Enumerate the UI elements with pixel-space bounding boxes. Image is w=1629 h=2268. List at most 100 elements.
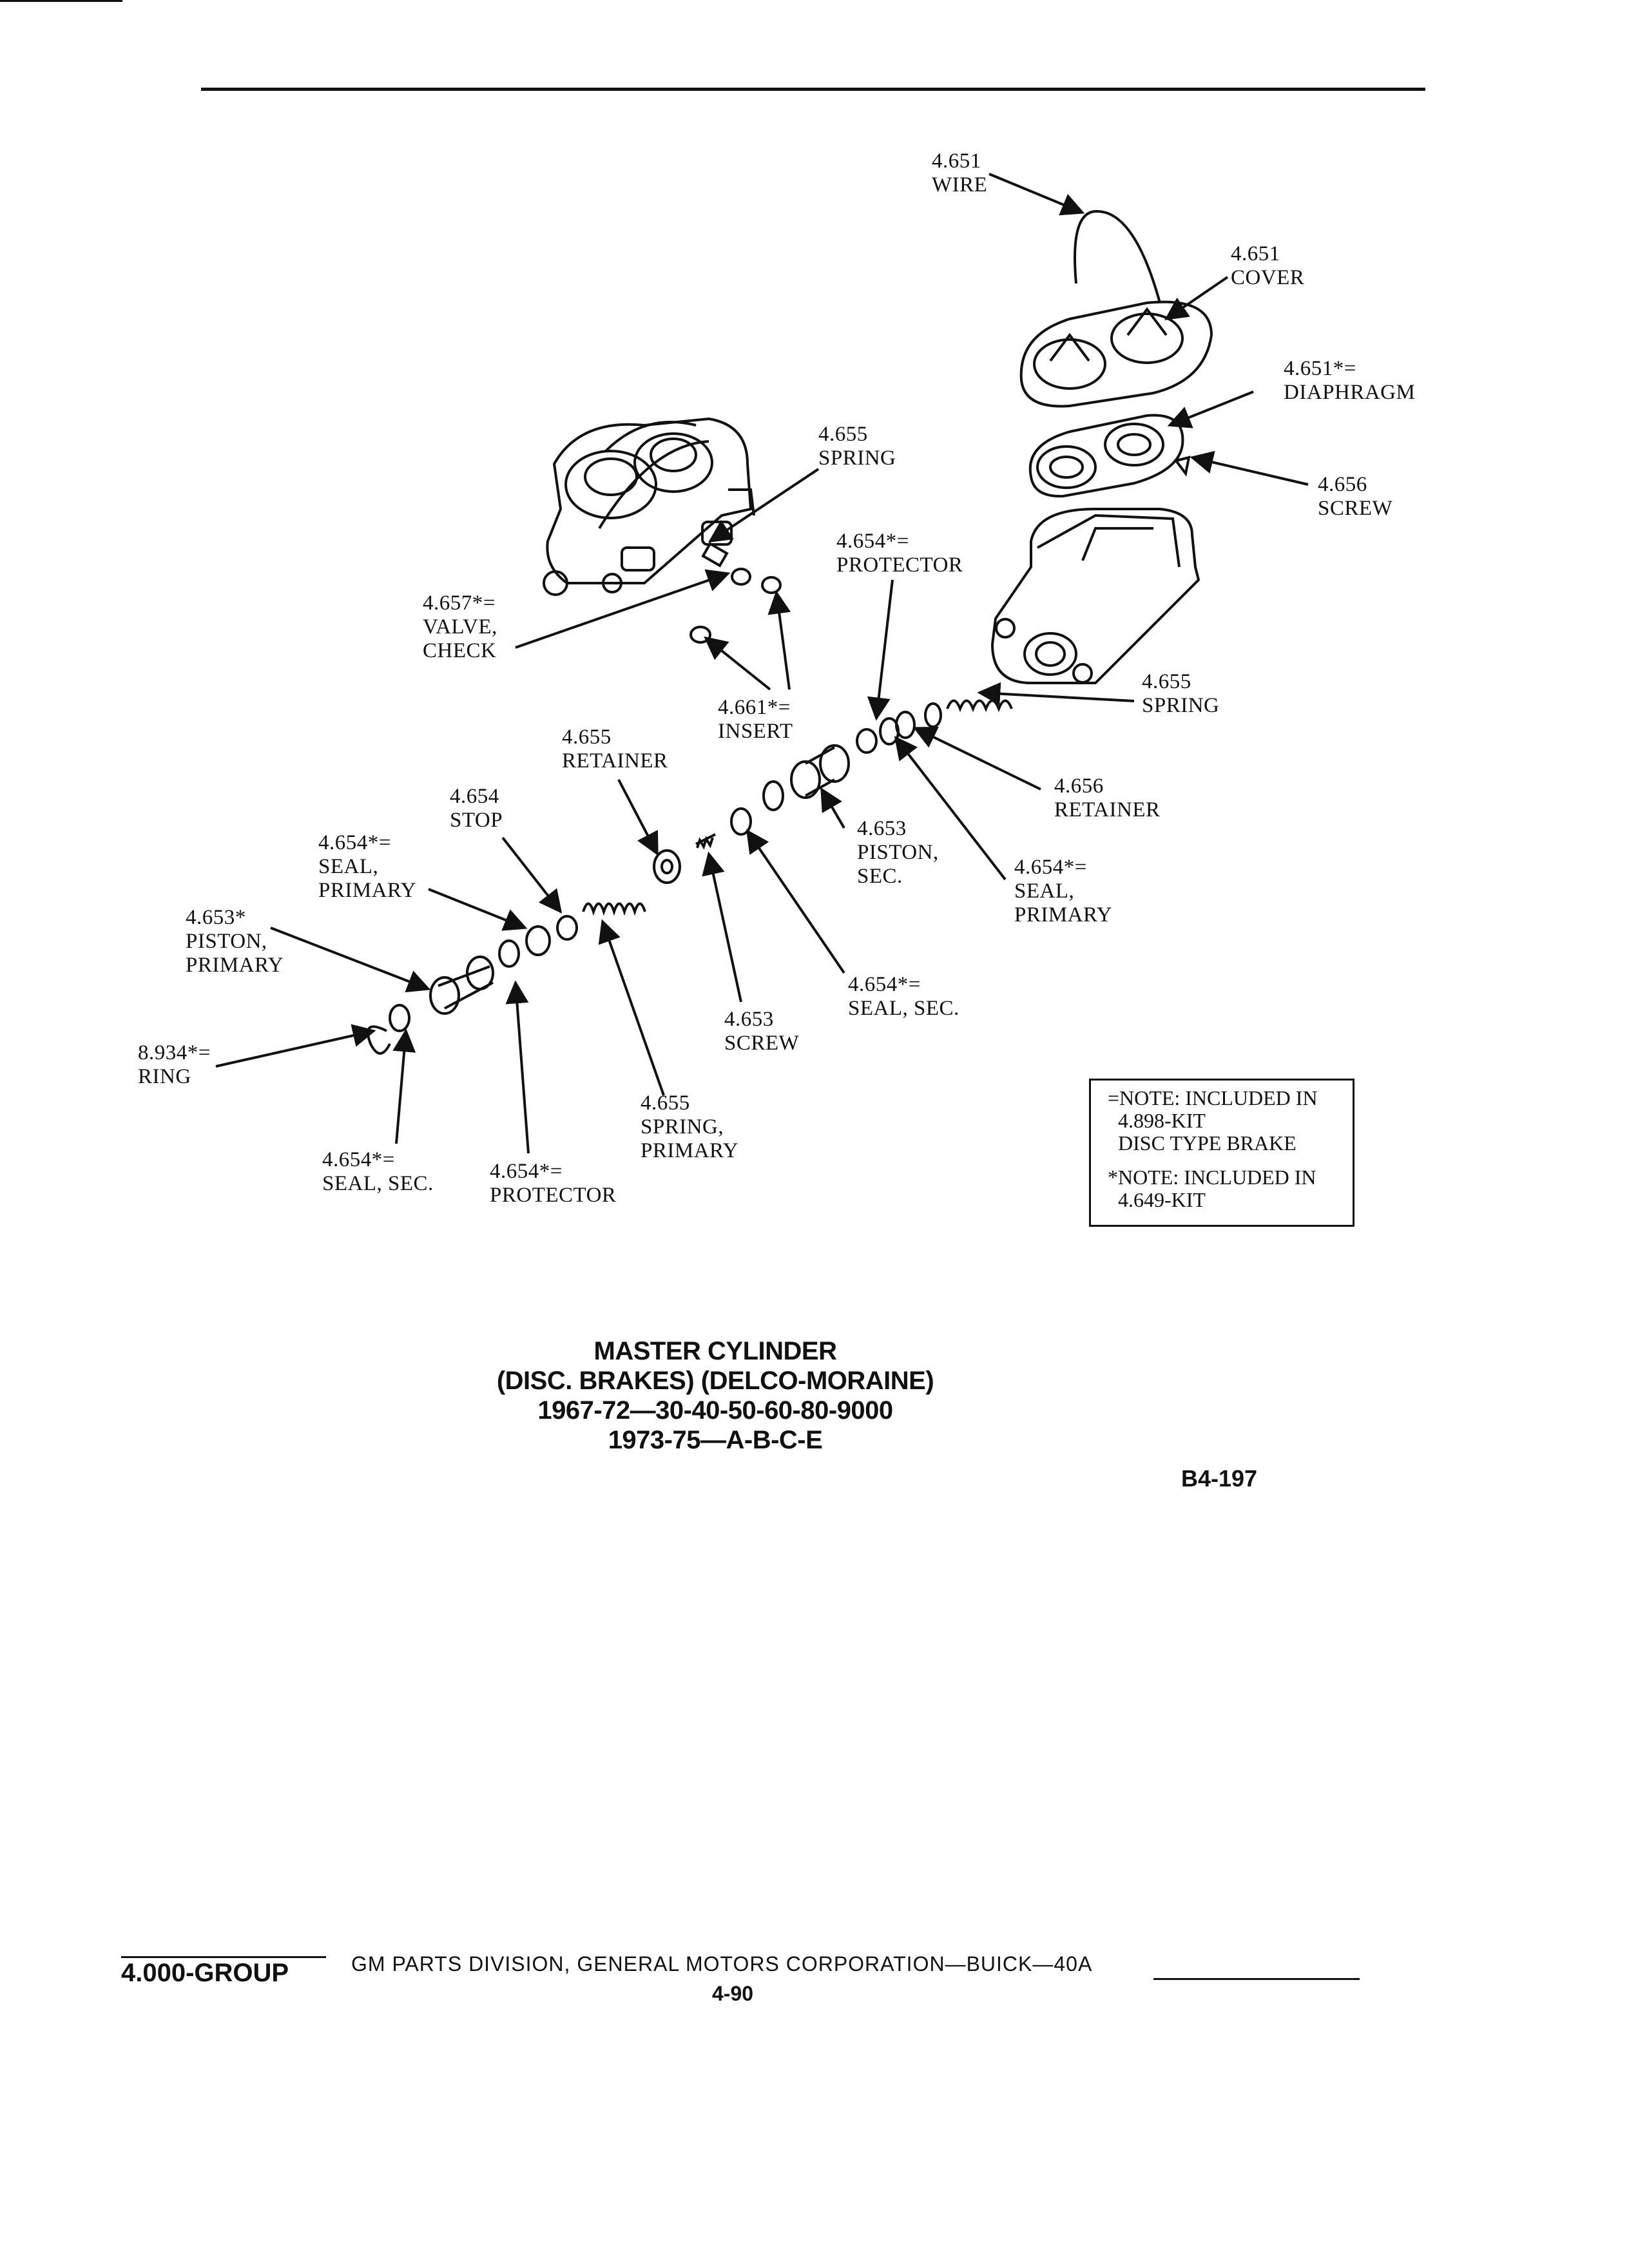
label-retainer-right-name: RETAINER — [1054, 798, 1161, 822]
label-retainer-mid-name: RETAINER — [562, 749, 668, 773]
label-stop: 4.654 STOP — [450, 785, 503, 832]
label-protector-sec: 4.654*= PROTECTOR — [836, 530, 963, 577]
label-spring-right-number: 4.655 — [1142, 670, 1191, 693]
label-insert: 4.661*= INSERT — [718, 696, 793, 744]
footer-group: 4.000-GROUP — [121, 1959, 289, 1987]
label-seal-primary-right-name2: PRIMARY — [1014, 903, 1113, 927]
label-seal-primary-right: 4.654*= SEAL, PRIMARY — [1014, 856, 1112, 927]
label-piston-primary-name2: PRIMARY — [186, 954, 284, 977]
note-line-4: *NOTE: INCLUDED IN — [1108, 1166, 1316, 1189]
title-line-4: 1973-75—A-B-C-E — [608, 1426, 823, 1454]
label-seal-sec-left-number: 4.654*= — [322, 1148, 395, 1171]
label-cover: 4.651 COVER — [1231, 242, 1304, 290]
label-insert-name: INSERT — [718, 720, 793, 743]
label-screw-cover-name: SCREW — [1318, 497, 1393, 520]
kit-note-box: =NOTE: INCLUDED IN 4.898-KIT DISC TYPE B… — [1089, 1079, 1354, 1227]
label-seal-sec-left: 4.654*= SEAL, SEC. — [322, 1148, 434, 1196]
label-screw-cover: 4.656 SCREW — [1318, 473, 1393, 521]
label-ring-number: 8.934*= — [138, 1041, 211, 1064]
footer-rule-left — [121, 1956, 326, 1958]
label-spring-right-name: SPRING — [1142, 694, 1220, 717]
label-screw-cover-number: 4.656 — [1318, 473, 1367, 496]
check-valve-parts — [689, 542, 782, 644]
label-spring-right: 4.655 SPRING — [1142, 670, 1219, 718]
label-seal-primary-left: 4.654*= SEAL, PRIMARY — [318, 831, 416, 903]
label-wire-name: WIRE — [932, 173, 988, 197]
label-seal-sec-mid-name: SEAL, SEC. — [848, 997, 959, 1020]
cover-screw — [1173, 456, 1191, 477]
label-spring-primary-number: 4.655 — [641, 1091, 690, 1115]
label-diaphragm: 4.651*= DIAPHRAGM — [1284, 357, 1415, 405]
diaphragm-part — [1028, 414, 1184, 498]
label-stop-number: 4.654 — [450, 785, 499, 808]
label-valve-check-number: 4.657*= — [423, 591, 496, 615]
label-seal-sec-mid-number: 4.654*= — [848, 973, 921, 996]
footer-page-number: 4-90 — [712, 1982, 754, 2005]
label-protector-primary-name: PROTECTOR — [490, 1184, 617, 1207]
note-line-2: 4.898-KIT — [1118, 1109, 1206, 1132]
label-seal-primary-left-name: SEAL, — [318, 855, 379, 878]
label-screw-mid-number: 4.653 — [724, 1008, 774, 1031]
note-line-1: =NOTE: INCLUDED IN — [1108, 1086, 1318, 1110]
label-protector-sec-name: PROTECTOR — [836, 553, 963, 577]
label-screw-mid-name: SCREW — [724, 1032, 800, 1055]
label-retainer-right-number: 4.656 — [1054, 774, 1104, 798]
label-retainer-mid-number: 4.655 — [562, 726, 612, 749]
label-retainer-mid: 4.655 RETAINER — [562, 726, 668, 773]
label-screw-mid: 4.653 SCREW — [724, 1008, 799, 1055]
label-valve-check: 4.657*= VALVE, CHECK — [423, 591, 497, 663]
label-piston-sec-name2: SEC. — [857, 865, 903, 888]
label-spring-primary-name2: PRIMARY — [641, 1139, 739, 1162]
label-seal-sec-left-name: SEAL, SEC. — [322, 1172, 434, 1195]
label-diaphragm-name: DIAPHRAGM — [1284, 381, 1416, 404]
title-line-2: (DISC. BRAKES) (DELCO-MORAINE) — [496, 1367, 934, 1395]
label-seal-primary-right-number: 4.654*= — [1014, 856, 1087, 879]
label-piston-primary: 4.653* PISTON, PRIMARY — [186, 906, 284, 977]
diagram-title: MASTER CYLINDER (DISC. BRAKES) (DELCO-MO… — [451, 1336, 979, 1455]
label-cover-number: 4.651 — [1231, 242, 1280, 265]
label-protector-primary-number: 4.654*= — [490, 1160, 563, 1183]
corner-mark — [0, 0, 122, 2]
label-stop-name: STOP — [450, 809, 503, 832]
footer-rule-right — [1153, 1978, 1360, 1980]
note-line-5: 4.649-KIT — [1118, 1188, 1206, 1211]
label-protector-primary: 4.654*= PROTECTOR — [490, 1160, 616, 1207]
cover-part — [1019, 300, 1213, 408]
title-line-3: 1967-72—30-40-50-60-80-9000 — [537, 1396, 893, 1425]
label-piston-sec-name: PISTON, — [857, 841, 939, 864]
label-spring-primary-name: SPRING, — [641, 1115, 724, 1139]
label-wire-number: 4.651 — [932, 149, 981, 173]
secondary-parts — [367, 699, 1013, 1055]
label-retainer-right: 4.656 RETAINER — [1054, 774, 1161, 822]
label-seal-primary-right-name: SEAL, — [1014, 879, 1075, 903]
assembled-master-cylinder — [543, 417, 755, 596]
label-valve-check-name: VALVE, — [423, 615, 497, 639]
note-line-3: DISC TYPE BRAKE — [1118, 1131, 1296, 1155]
label-diaphragm-number: 4.651*= — [1284, 357, 1356, 380]
label-insert-number: 4.661*= — [718, 696, 791, 719]
label-spring-top-name: SPRING — [818, 447, 896, 470]
wire-bail — [1074, 209, 1161, 303]
plate-number: B4-197 — [1181, 1465, 1258, 1492]
label-piston-primary-number: 4.653* — [186, 906, 246, 929]
label-seal-sec-mid: 4.654*= SEAL, SEC. — [848, 973, 959, 1021]
label-ring: 8.934*= RING — [138, 1041, 211, 1089]
top-rule — [201, 88, 1425, 91]
reservoir-body — [990, 508, 1200, 684]
label-ring-name: RING — [138, 1065, 191, 1088]
footer-corporation: GM PARTS DIVISION, GENERAL MOTORS CORPOR… — [351, 1952, 1093, 1975]
label-piston-sec: 4.653 PISTON, SEC. — [857, 817, 939, 889]
label-spring-primary: 4.655 SPRING, PRIMARY — [641, 1091, 738, 1163]
label-piston-primary-name: PISTON, — [186, 930, 267, 953]
label-seal-primary-left-name2: PRIMARY — [318, 879, 417, 902]
label-valve-check-name2: CHECK — [423, 639, 497, 662]
label-cover-name: COVER — [1231, 266, 1305, 289]
label-wire: 4.651 WIRE — [932, 149, 987, 197]
label-seal-primary-left-number: 4.654*= — [318, 831, 391, 854]
label-spring-top: 4.655 SPRING — [818, 423, 896, 470]
label-spring-top-number: 4.655 — [818, 423, 868, 446]
label-piston-sec-number: 4.653 — [857, 817, 907, 840]
title-line-1: MASTER CYLINDER — [593, 1337, 837, 1365]
label-protector-sec-number: 4.654*= — [836, 530, 909, 553]
